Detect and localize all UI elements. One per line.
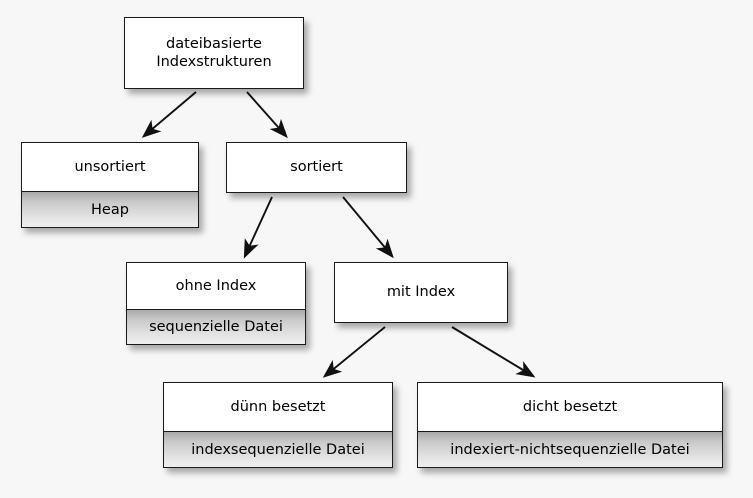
edge-sortiert-to-mit-index [342, 196, 394, 259]
node-mit-index[interactable]: mit Index [334, 262, 508, 323]
node-subtitle-indexiert-nichtsequenzielle-datei: indexiert-nichtsequenzielle Datei [418, 431, 722, 467]
edge-mit-index-to-dicht-besetzt [451, 326, 536, 378]
edge-mit-index-to-duenn-besetzt [322, 326, 386, 378]
node-duenn-besetzt[interactable]: dünn besetzt indexsequenzielle Datei [163, 382, 393, 468]
node-sortiert[interactable]: sortiert [226, 142, 407, 193]
node-title-duenn-besetzt: dünn besetzt [164, 383, 392, 431]
node-dateibasierte-indexstrukturen[interactable]: dateibasierte Indexstrukturen [124, 17, 304, 89]
node-dicht-besetzt[interactable]: dicht besetzt indexiert-nichtsequenziell… [417, 382, 723, 468]
node-unsortiert[interactable]: unsortiert Heap [21, 142, 199, 228]
node-title-dicht-besetzt: dicht besetzt [418, 383, 722, 431]
node-title-unsortiert: unsortiert [22, 143, 198, 191]
node-subtitle-indexsequenzielle-datei: indexsequenzielle Datei [164, 431, 392, 467]
node-title-root: dateibasierte Indexstrukturen [125, 18, 303, 88]
node-title-sortiert: sortiert [227, 143, 406, 192]
edge-root-to-unsortiert [141, 91, 197, 138]
node-subtitle-sequenzielle-datei: sequenzielle Datei [127, 309, 305, 344]
edge-root-to-sortiert [246, 91, 288, 139]
node-title-mit-index: mit Index [335, 263, 507, 322]
node-subtitle-heap: Heap [22, 191, 198, 227]
node-title-ohne-index: ohne Index [127, 263, 305, 309]
edge-sortiert-to-ohne-index [243, 196, 273, 259]
node-ohne-index[interactable]: ohne Index sequenzielle Datei [126, 262, 306, 345]
